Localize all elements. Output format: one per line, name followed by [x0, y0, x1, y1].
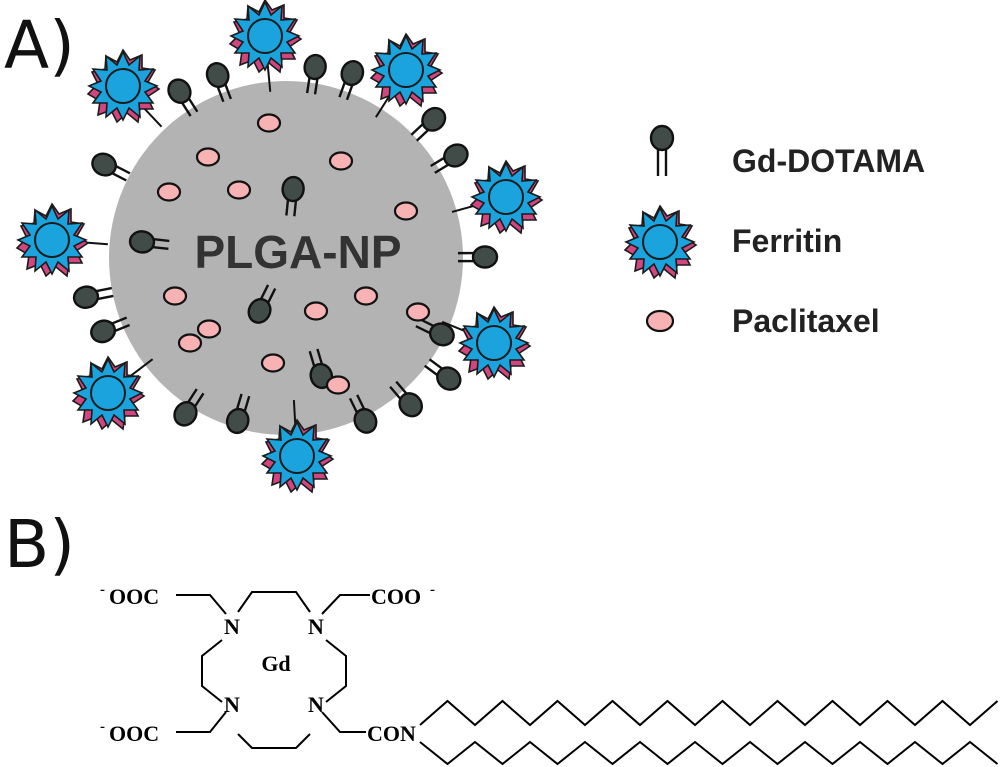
- ferritin-icon: [624, 205, 697, 279]
- ferritin-layer: [16, 0, 543, 493]
- ring-bond-left: [201, 639, 223, 703]
- group-ooc-bottom: OOC: [109, 721, 159, 746]
- ring-bond-top: [237, 591, 311, 613]
- group-ooc-top: OOC: [109, 584, 159, 609]
- charge-top-right: -: [430, 582, 435, 598]
- paclitaxel-icon: [645, 309, 675, 333]
- gd-dotama-structure: N N N N Gd - OOC COO - - OOC CON: [100, 582, 999, 766]
- atom-gd: Gd: [261, 651, 290, 676]
- legend-label-gd: Gd-DOTAMA: [732, 143, 925, 179]
- arm-top-right: [321, 594, 370, 615]
- paclitaxel-molecule: [177, 333, 203, 353]
- atom-n-top-left: N: [224, 614, 240, 639]
- ferritin-particle: [458, 306, 531, 380]
- group-con: CON: [367, 721, 416, 746]
- legend: Gd-DOTAMA Ferritin Paclitaxel: [624, 124, 925, 339]
- paclitaxel-molecule: [226, 180, 252, 200]
- ferritin-particle: [16, 203, 89, 277]
- paclitaxel-molecule: [393, 201, 419, 221]
- legend-item-ferritin: Ferritin: [624, 205, 842, 279]
- arm-bottom-left: [176, 711, 227, 733]
- arm-bottom-right: [321, 711, 366, 733]
- arm-top-left: [176, 594, 227, 615]
- paclitaxel-molecule: [328, 151, 354, 171]
- ferritin-particle: [87, 49, 160, 123]
- ring-bond-bottom: [237, 733, 311, 749]
- paclitaxel-molecule: [195, 147, 221, 167]
- panel-b-label: B): [4, 506, 75, 583]
- paclitaxel-molecule: [156, 182, 182, 202]
- atom-n-bottom-right: N: [308, 692, 324, 717]
- paclitaxel-molecule: [325, 375, 351, 395]
- group-coo-top: COO: [371, 584, 421, 609]
- nanoparticle-label: PLGA-NP: [195, 226, 402, 278]
- alkyl-chain-bottom: [419, 740, 999, 766]
- legend-item-paclitaxel: Paclitaxel: [645, 303, 880, 339]
- ferritin-particle: [370, 33, 443, 107]
- ferritin-particle: [72, 356, 145, 430]
- paclitaxel-molecule: [260, 353, 286, 373]
- paclitaxel-molecule: [162, 286, 188, 306]
- ring-bond-right: [325, 639, 347, 703]
- paclitaxel-molecule: [303, 301, 329, 321]
- ferritin-particle: [229, 0, 302, 73]
- charge-bottom-left: -: [100, 719, 105, 735]
- panel-a-label: A): [4, 7, 75, 84]
- gd-dotama-molecule: [87, 148, 135, 188]
- paclitaxel-molecule: [196, 319, 222, 339]
- paclitaxel-molecule: [353, 286, 379, 306]
- alkyl-chain-top: [419, 699, 999, 727]
- charge-top-left: -: [100, 582, 105, 598]
- atom-n-bottom-left: N: [224, 692, 240, 717]
- gd-dotama-molecule: [456, 245, 499, 269]
- legend-item-gd: Gd-DOTAMA: [649, 124, 925, 179]
- legend-label-ferritin: Ferritin: [732, 223, 842, 259]
- paclitaxel-molecule: [256, 113, 282, 133]
- gd-dotama-icon: [649, 124, 675, 176]
- gd-dotama-molecule: [71, 280, 116, 312]
- nanoparticle: PLGA-NP: [109, 81, 463, 435]
- atom-n-top-right: N: [308, 614, 324, 639]
- paclitaxel-molecule: [405, 302, 431, 322]
- ferritin-particle: [470, 160, 543, 234]
- legend-label-paclitaxel: Paclitaxel: [732, 303, 880, 339]
